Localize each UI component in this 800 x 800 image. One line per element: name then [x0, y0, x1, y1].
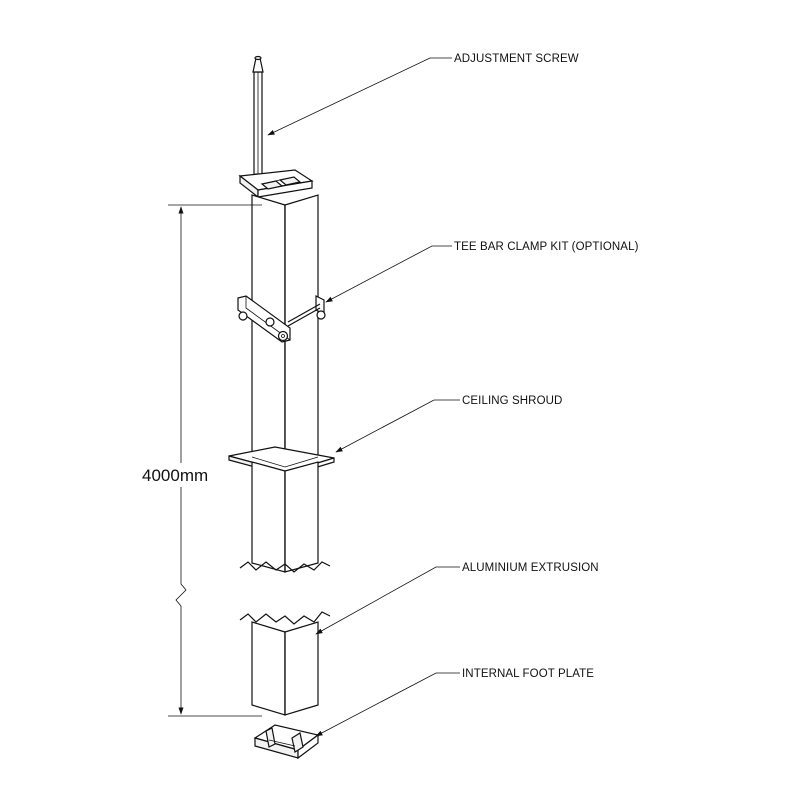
tee-bar-clamp [237, 295, 326, 343]
height-dimension-label: 4000mm [142, 466, 208, 485]
lower-post-upper-section [239, 461, 331, 573]
adjustment-screw-label: ADJUSTMENT SCREW [454, 53, 579, 65]
height-dimension [140, 204, 262, 717]
top-cap [238, 169, 314, 199]
aluminium-extrusion-label: ALUMINIUM EXTRUSION [462, 562, 599, 574]
internal-foot-plate-label: INTERNAL FOOT PLATE [462, 668, 594, 680]
lower-post-lower-section [239, 611, 331, 716]
internal-foot-plate [253, 724, 320, 760]
callout-leaders [267, 57, 460, 737]
ceiling-shroud-label: CEILING SHROUD [462, 395, 562, 407]
adjustment-screw [252, 55, 264, 179]
tee-bar-clamp-kit-label: TEE BAR CLAMP KIT (OPTIONAL) [454, 241, 639, 253]
